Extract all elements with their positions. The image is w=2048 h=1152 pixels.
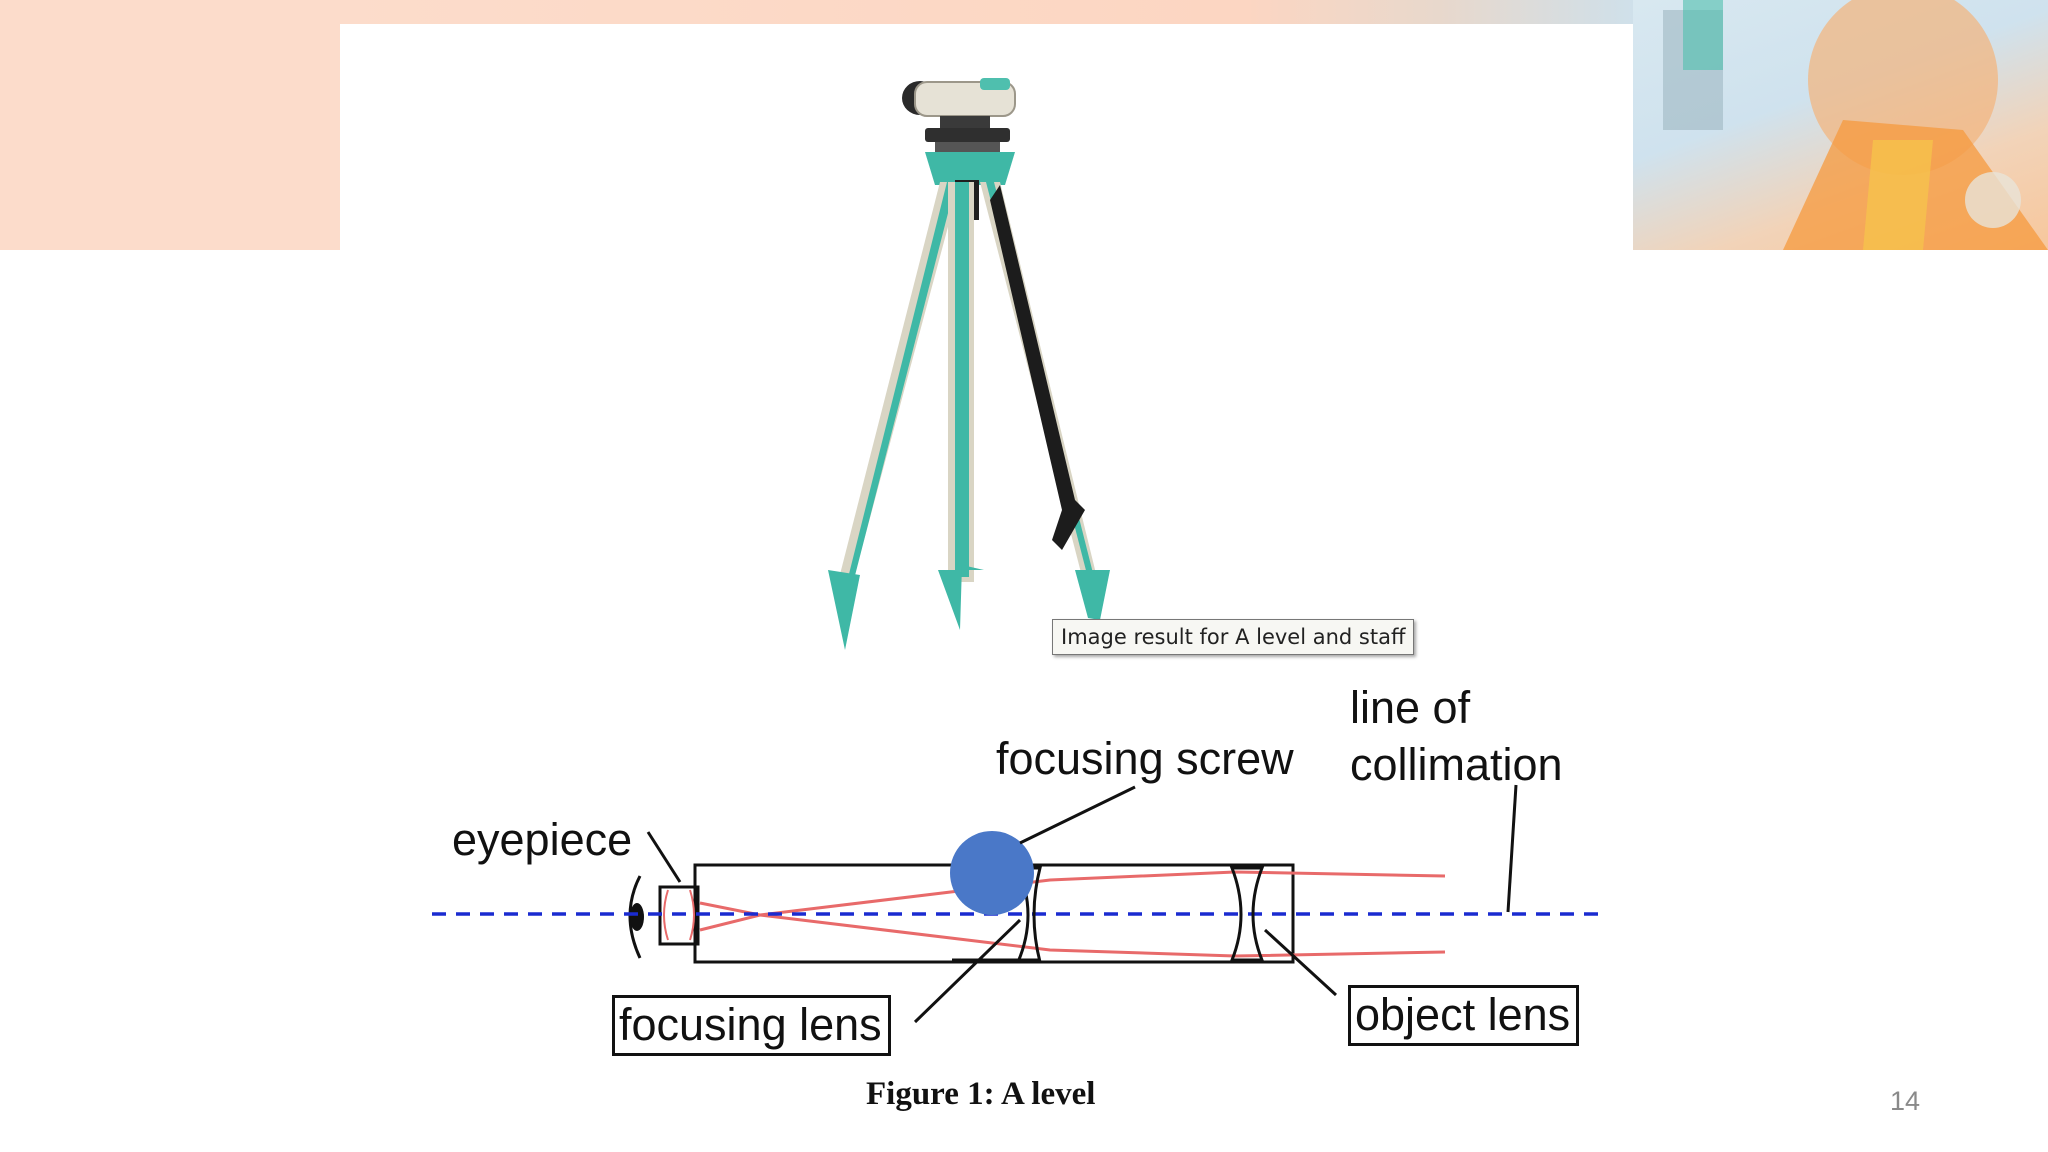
- header-banner-left: [0, 0, 340, 250]
- focusing-lens-label: focusing lens: [612, 995, 891, 1056]
- tripod-leg-middle: [938, 182, 984, 630]
- focusing-lens-shape: [1015, 866, 1042, 964]
- light-rays: [699, 870, 1446, 958]
- auto-level-instrument: [902, 78, 1016, 152]
- surveyor-photo-illustration: [1663, 0, 2048, 250]
- eyepiece-label: eyepiece: [452, 814, 633, 865]
- object-lens-label: object lens: [1348, 985, 1580, 1046]
- slide-page-number: 14: [1890, 1086, 1921, 1116]
- line-of-collimation-label-line1: line of: [1350, 682, 1471, 733]
- focusing-screw-label: focusing screw: [996, 733, 1294, 784]
- line-of-collimation-label-line2: collimation: [1350, 739, 1563, 790]
- leader-lines: [646, 784, 1518, 1024]
- focusing-screw-shape: [950, 831, 1034, 915]
- eye-icon: [628, 875, 642, 959]
- image-tooltip: Image result for A level and staff: [1052, 619, 1415, 655]
- object-lens-shape: [1229, 866, 1265, 962]
- tripod-leg-left: [828, 182, 960, 650]
- header-banner-photo: [1633, 0, 2048, 250]
- level-tripod-photo: [800, 70, 1160, 660]
- header-banner-strip: [340, 0, 1633, 24]
- figure-caption: Figure 1: A level: [866, 1076, 1096, 1112]
- tripod-strap: [990, 185, 1085, 550]
